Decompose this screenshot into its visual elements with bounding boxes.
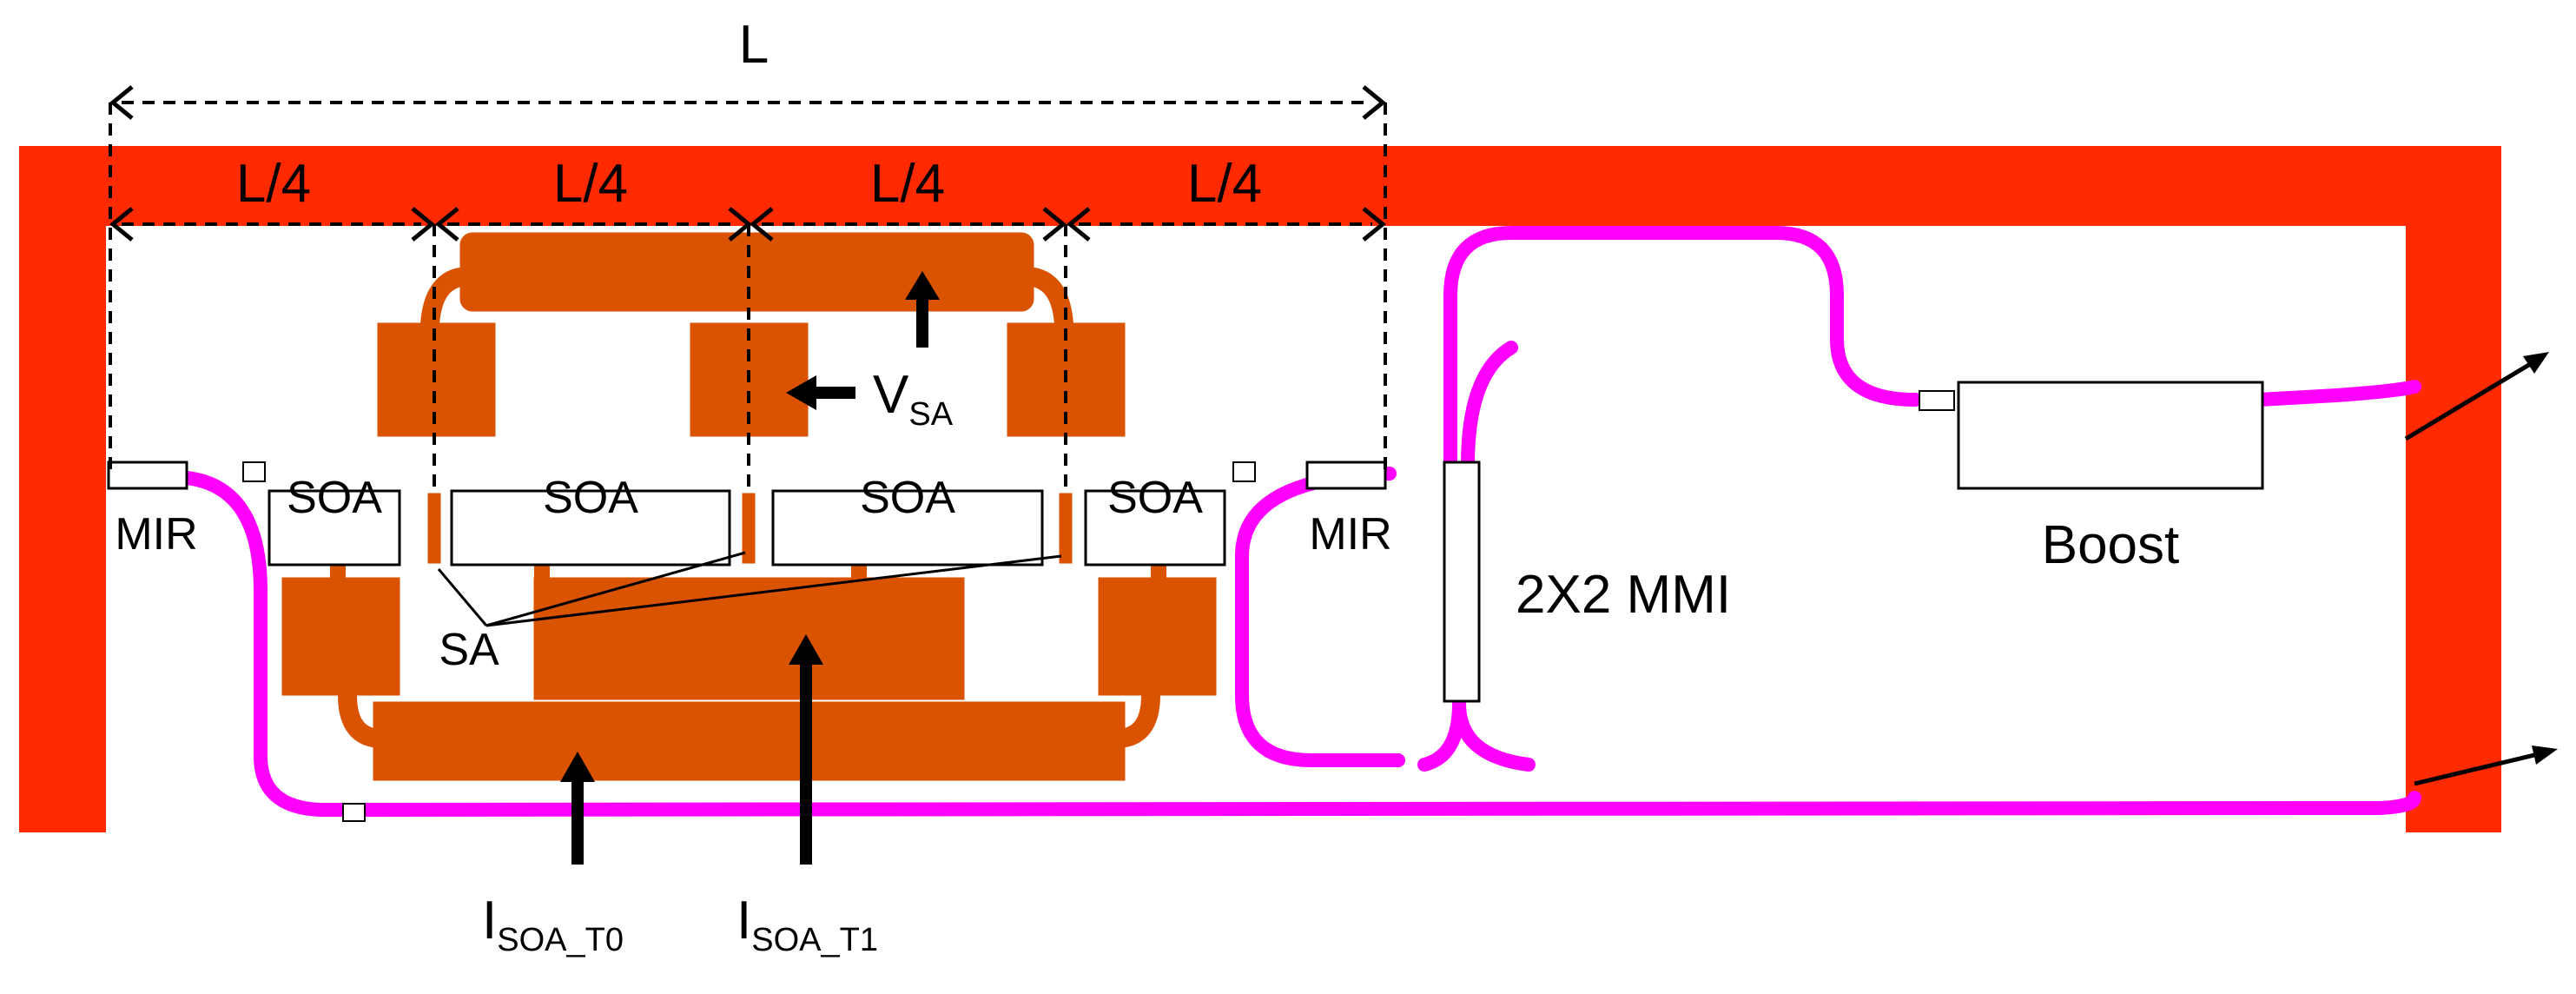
dimension-arrowheads xyxy=(109,85,1386,242)
v-sa-label: VSA xyxy=(873,365,954,433)
quarter-length-label-3: L/4 xyxy=(870,154,945,214)
mmi-box xyxy=(1443,461,1481,703)
bias-arrows xyxy=(560,271,940,865)
i-soa-t0-label: ISOA_T0 xyxy=(482,891,624,958)
quarter-length-label-2: L/4 xyxy=(553,154,628,214)
quarter-length-label-4: L/4 xyxy=(1187,154,1262,214)
boost-label: Boost xyxy=(2042,515,2180,575)
soa-1 xyxy=(268,489,401,567)
sa-pointers xyxy=(437,551,1062,627)
i-soa-t0-sub: SOA_T0 xyxy=(497,922,624,958)
soa-label-4: SOA xyxy=(1107,473,1203,523)
chip-frame xyxy=(19,146,2501,832)
soa-3 xyxy=(771,489,1044,567)
components xyxy=(107,381,2264,822)
soa-label-2: SOA xyxy=(543,473,638,523)
mmi-label: 2X2 MMI xyxy=(1516,565,1731,625)
length-l-label: L xyxy=(739,15,769,75)
soa-label-3: SOA xyxy=(860,473,955,523)
mir-label-right: MIR xyxy=(1309,509,1391,560)
mir-right xyxy=(1305,461,1387,490)
i-soa-t1-sub: SOA_T1 xyxy=(751,922,878,958)
i-soa-t1-label: ISOA_T1 xyxy=(736,891,878,958)
v-sa-main: V xyxy=(873,365,909,425)
quarter-length-label-1: L/4 xyxy=(236,154,311,214)
dimension-lines xyxy=(109,101,1387,487)
v-sa-sub: SA xyxy=(908,396,953,433)
mir-left xyxy=(107,461,188,490)
boost-box xyxy=(1957,381,2264,490)
soa-4 xyxy=(1084,489,1226,567)
mir-label-left: MIR xyxy=(115,509,197,560)
soa-label-1: SOA xyxy=(287,473,382,523)
output-arrows xyxy=(2404,352,2558,786)
i-soa-t0-main: I xyxy=(482,891,497,951)
sa-label: SA xyxy=(439,625,499,675)
i-soa-t1-main: I xyxy=(736,891,751,951)
soa-2 xyxy=(450,489,731,567)
